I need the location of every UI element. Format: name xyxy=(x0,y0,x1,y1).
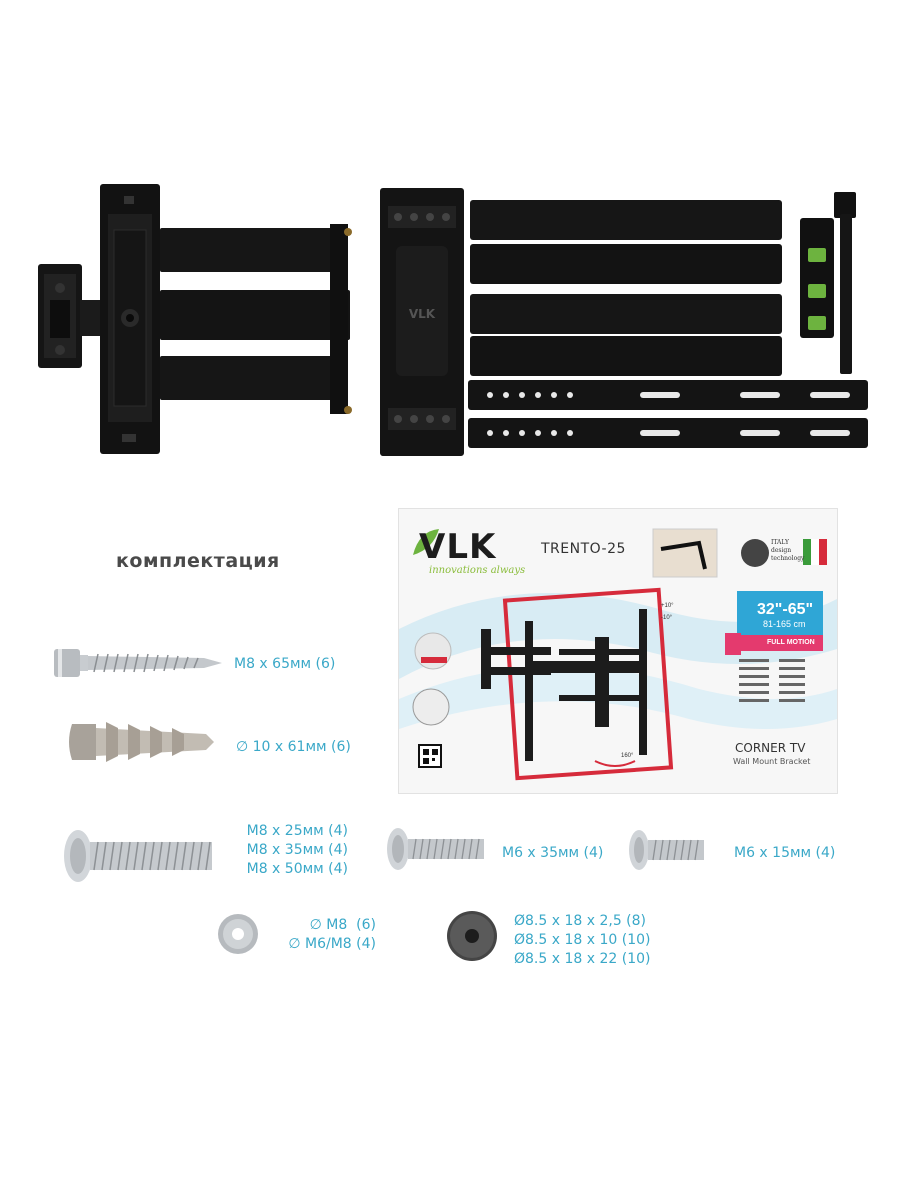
award-badge-icon xyxy=(414,632,452,670)
washer-icon xyxy=(218,914,258,954)
eco-badge-icon xyxy=(412,688,450,726)
box-model-name: TRENTO-25 xyxy=(541,541,626,557)
box-artwork xyxy=(399,528,837,781)
svg-text:VLK: VLK xyxy=(409,307,436,321)
swivel-label: 160° xyxy=(621,753,634,759)
vesa-center-plate: VLK xyxy=(380,188,464,456)
bracket-parts-photo: VLK xyxy=(38,184,868,456)
label-spacer: Ø8.5 x 18 x 2,5 (8) Ø8.5 x 18 x 10 (10) … xyxy=(514,913,651,967)
label-washer: ∅ M8 (6) ∅ M6/M8 (4) xyxy=(288,917,376,952)
extension-rails xyxy=(470,200,782,376)
qr-code-icon xyxy=(418,744,442,768)
bolt-m6-15-icon xyxy=(629,830,704,870)
box-size-range: 32"-65" xyxy=(757,601,814,618)
box-brand-logo: VLK xyxy=(419,527,497,567)
label-screw-m8-65: M8 x 65мм (6) xyxy=(234,656,336,672)
box-product-subtitle: Wall Mount Bracket xyxy=(733,757,811,766)
arm-vertical-plate xyxy=(100,184,160,454)
tilt-up-label: +10° xyxy=(661,603,674,609)
spacer-icon xyxy=(447,911,497,961)
label-bolt-m6-35: M6 x 35мм (4) xyxy=(502,845,604,861)
box-product-name: CORNER TV xyxy=(735,741,806,755)
tilt-down-label: -10° xyxy=(661,615,673,621)
label-anchor: ∅ 10 x 61мм (6) xyxy=(236,739,351,755)
spirit-level xyxy=(800,218,834,338)
leaf-icon xyxy=(413,529,439,555)
box-motion-badge: FULL MOTION xyxy=(767,639,815,646)
wall-plate xyxy=(38,264,82,368)
swing-arms xyxy=(160,224,352,414)
box-tagline: innovations always xyxy=(429,565,526,576)
warranty-seal-icon xyxy=(741,539,769,567)
bolt-m8-icon xyxy=(64,830,212,882)
lag-screw-icon xyxy=(54,649,222,677)
wall-anchor-icon xyxy=(69,722,214,762)
box-size-cm: 81-165 cm xyxy=(763,619,806,629)
label-bolt-m8: M8 x 25мм (4) M8 x 35мм (4) M8 x 50мм (4… xyxy=(246,823,348,877)
cable-strap xyxy=(834,192,856,374)
section-title: комплектация xyxy=(116,550,280,572)
label-bolt-m6-15: M6 x 15мм (4) xyxy=(734,845,836,861)
bolt-m6-35-icon xyxy=(387,828,484,870)
vesa-flat-bars xyxy=(468,380,868,448)
